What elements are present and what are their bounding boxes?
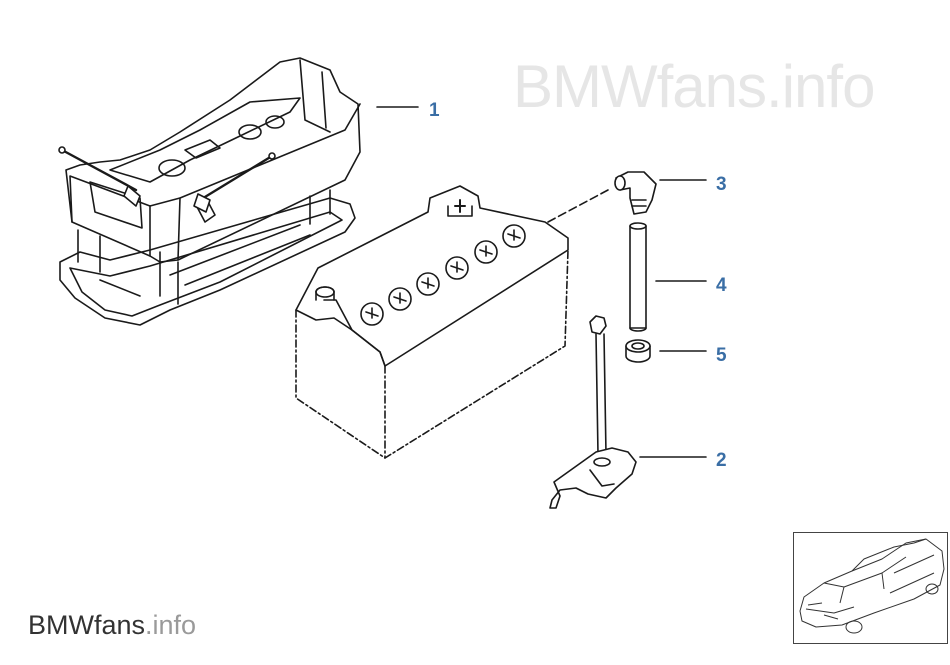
grommet-drawing (625, 339, 651, 363)
watermark-suffix: .info (145, 610, 197, 640)
callout-3[interactable]: 3 (716, 174, 727, 195)
callout-2[interactable]: 2 (716, 450, 727, 471)
battery-tray-drawing (58, 57, 361, 326)
watermark-brand: BMWfans (28, 610, 146, 640)
hold-down-bracket-drawing (549, 315, 637, 509)
callout-1[interactable]: 1 (429, 100, 440, 121)
vehicle-thumbnail[interactable] (793, 532, 948, 644)
watermark-bottom: BMWfans.info (28, 610, 196, 641)
battery-drawing (295, 185, 609, 459)
vent-hose-drawing (629, 222, 647, 332)
watermark-top: BMWfans.info (513, 53, 875, 120)
elbow-vent-drawing (614, 171, 657, 215)
car-outline-icon (799, 538, 945, 634)
callout-4[interactable]: 4 (716, 275, 727, 296)
callout-5[interactable]: 5 (716, 345, 727, 366)
